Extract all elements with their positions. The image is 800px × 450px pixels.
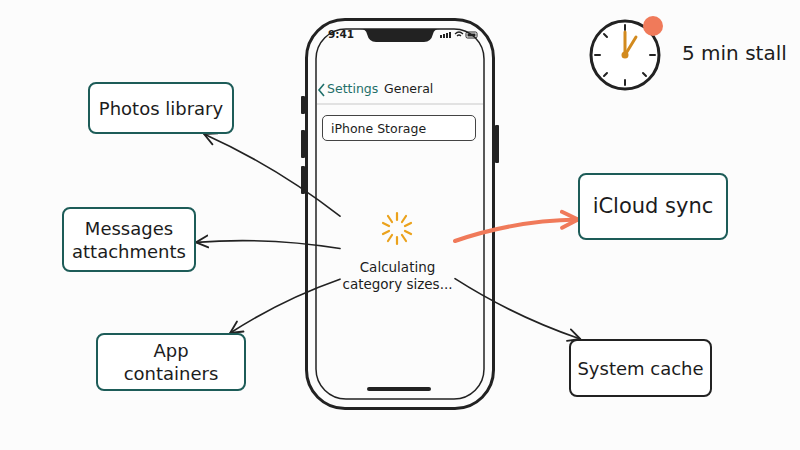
connector-arrow: [455, 279, 580, 339]
home-indicator: [367, 387, 431, 391]
category-box: System cache: [569, 339, 712, 397]
back-link: Settings: [327, 81, 378, 96]
node-label: iCloud sync: [593, 195, 714, 218]
connector-arrow: [204, 134, 340, 216]
loading-spinner: [383, 213, 411, 244]
category-box: App containers: [96, 333, 246, 391]
timer-note: 5 min stall: [682, 41, 787, 65]
screen-title: General: [384, 81, 433, 96]
node-label: Photos library: [99, 97, 223, 120]
category-box: iCloud sync: [578, 173, 728, 240]
back-chevron: [319, 84, 324, 96]
phone-frame: 9:41Settings General iPhone StorageCalcula…: [305, 18, 495, 410]
wifi-icon: [455, 32, 463, 36]
side-button: [495, 125, 499, 163]
battery-level: [468, 34, 476, 37]
status-message: Calculating category sizes...: [340, 205, 455, 297]
connector-arrow: [455, 220, 578, 241]
connector-arrow: [196, 241, 340, 249]
settings-row: iPhone Storage: [322, 115, 476, 141]
connector-arrow: [230, 279, 340, 333]
node-label: Messages attachments: [70, 217, 188, 263]
node-label: iPhone Storage: [331, 121, 426, 136]
signal-icon: [440, 32, 451, 38]
battery-icon: [466, 32, 477, 38]
phone-screen: [316, 29, 484, 399]
category-box: Photos library: [88, 82, 234, 134]
category-box: Messages attachments: [62, 207, 196, 272]
stopwatch-icon: [591, 16, 663, 89]
status-time: 9:41: [328, 28, 354, 40]
node-label: App containers: [104, 339, 238, 385]
node-label: System cache: [577, 357, 703, 380]
phone-notch: [360, 29, 440, 42]
node-label: Calculating category sizes...: [340, 259, 455, 293]
header-divider: [317, 104, 483, 105]
